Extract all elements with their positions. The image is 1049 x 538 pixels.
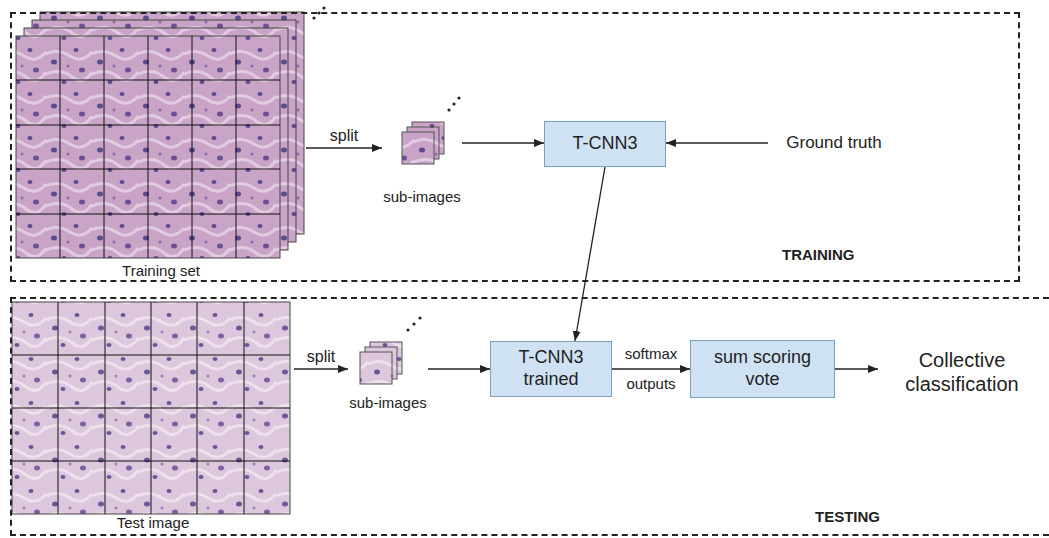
node-label: Collective classification bbox=[878, 348, 1046, 396]
edge-label: softmax outputs bbox=[620, 339, 682, 399]
edge-label: split bbox=[328, 127, 360, 145]
flow-arrow bbox=[462, 142, 544, 143]
testing-region: TESTING Test image sub-images T-CNN3 traine… bbox=[10, 297, 1049, 536]
image-caption: sub-images bbox=[328, 394, 448, 412]
region-title: TESTING bbox=[815, 508, 880, 526]
process-box: sum scoring vote bbox=[690, 340, 835, 398]
flow-arrow bbox=[294, 368, 348, 369]
node-label: T-CNN3 trained bbox=[505, 347, 597, 390]
node-label: T-CNN3 bbox=[572, 133, 637, 155]
input-node: Ground truth bbox=[768, 128, 900, 158]
image-caption: Training set bbox=[0, 262, 326, 280]
node-label: Ground truth bbox=[786, 133, 881, 153]
image-stack: Training set bbox=[16, 14, 306, 280]
flow-arrow bbox=[612, 368, 690, 369]
test-image: Test image bbox=[12, 302, 294, 532]
flow-arrow bbox=[835, 368, 878, 369]
process-box: T-CNN3 trained bbox=[490, 341, 612, 397]
region-title: TRAINING bbox=[782, 246, 855, 264]
edge-label: split bbox=[305, 348, 337, 366]
flow-arrow bbox=[306, 147, 382, 148]
flow-arrow bbox=[428, 368, 490, 369]
image-caption: Test image bbox=[0, 514, 314, 532]
output-node: Collective classification bbox=[878, 343, 1046, 401]
node-label: sum scoring vote bbox=[705, 347, 820, 390]
process-box: T-CNN3 bbox=[544, 121, 666, 167]
flow-arrow bbox=[666, 142, 768, 143]
sub-image-stack: sub-images bbox=[348, 342, 428, 412]
training-region: TRAINING Training set sub-images T-CNN3 Grou… bbox=[10, 12, 1020, 282]
flow-arrow bbox=[575, 167, 605, 341]
sub-image-stack: sub-images bbox=[382, 122, 462, 206]
image-caption: sub-images bbox=[362, 188, 482, 206]
